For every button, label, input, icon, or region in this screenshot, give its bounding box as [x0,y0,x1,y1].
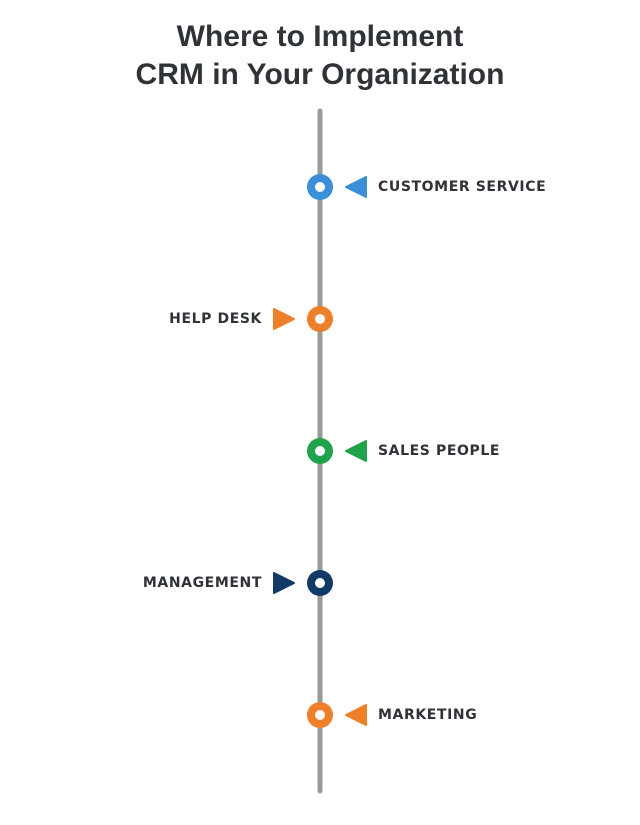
timeline-node-center-help-desk [315,314,325,324]
timeline-label-customer-service: CUSTOMER SERVICE [378,179,547,195]
arrow-icon-customer-service [345,176,367,198]
timeline-label-marketing: MARKETING [378,707,478,723]
arrow-icon-marketing [345,704,367,726]
arrow-icon-help-desk [273,308,295,330]
title-line-1: Where to Implement [176,20,464,53]
title-line-2: CRM in Your Organization [135,58,505,91]
timeline-node-center-customer-service [315,182,325,192]
timeline-node-center-sales-people [315,446,325,456]
arrow-icon-sales-people [345,440,367,462]
timeline-label-management: MANAGEMENT [142,575,262,591]
timeline-node-center-marketing [315,710,325,720]
timeline-node-center-management [315,578,325,588]
page-title: Where to Implement CRM in Your Organizat… [0,18,640,94]
arrow-icon-management [273,572,295,594]
timeline-label-sales-people: SALES PEOPLE [378,443,501,459]
timeline-label-help-desk: HELP DESK [169,311,262,327]
